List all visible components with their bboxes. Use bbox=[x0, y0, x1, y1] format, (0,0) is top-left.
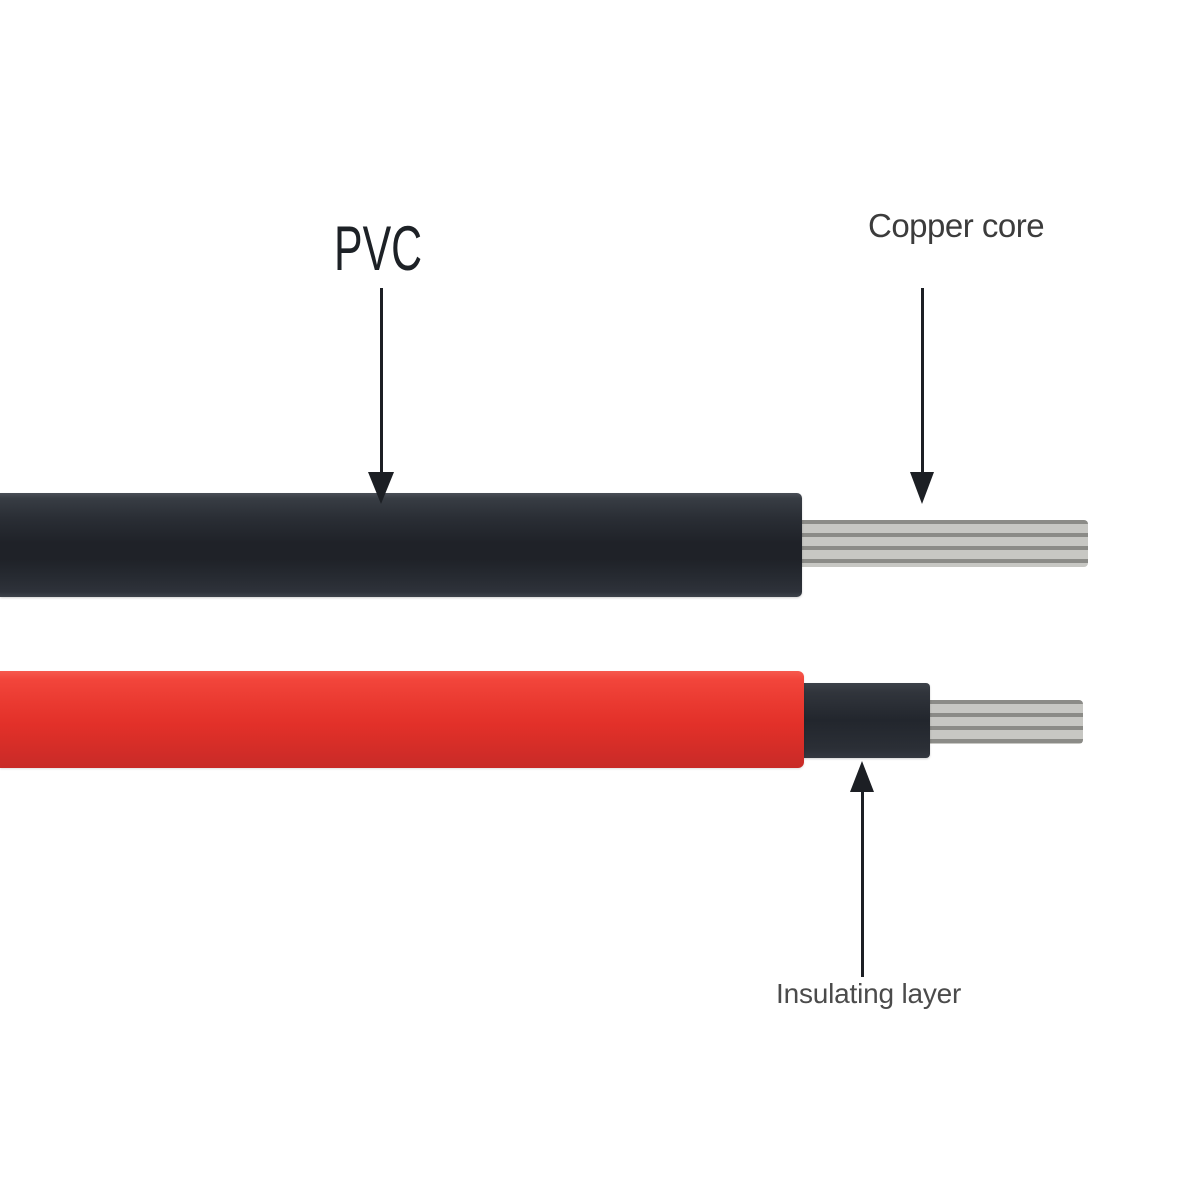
black-pvc-jacket bbox=[0, 493, 802, 597]
arrowhead-down-icon bbox=[368, 472, 394, 504]
arrowhead-up-icon bbox=[850, 761, 874, 792]
insulating-layer-arrow-up-icon bbox=[850, 761, 874, 977]
pvc-label: PVC bbox=[334, 214, 423, 284]
arrow-shaft bbox=[860, 790, 864, 977]
arrow-shaft bbox=[920, 288, 924, 474]
red-pvc-jacket bbox=[0, 671, 804, 768]
copper-strands-red-cable bbox=[925, 700, 1083, 744]
pvc-arrow-down-icon bbox=[368, 288, 394, 504]
arrowhead-down-icon bbox=[910, 472, 934, 504]
copper-core-arrow-down-icon bbox=[910, 288, 934, 504]
copper-strands-black-cable bbox=[796, 520, 1088, 567]
insulating-layer-label: Insulating layer bbox=[776, 978, 962, 1009]
inner-insulating-layer bbox=[800, 683, 930, 758]
arrow-shaft bbox=[379, 288, 383, 474]
copper-core-label: Copper core bbox=[868, 207, 1045, 244]
